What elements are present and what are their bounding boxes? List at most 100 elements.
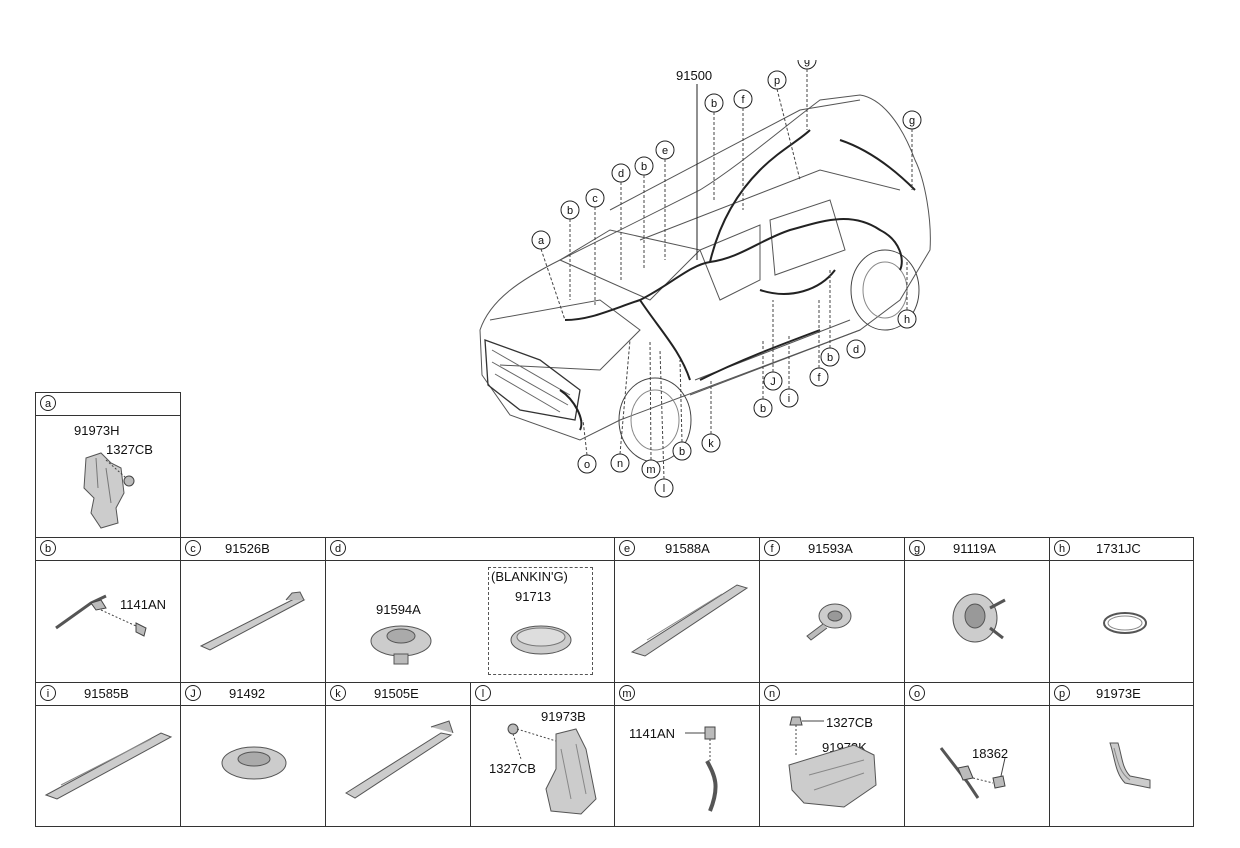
cell-letter: l — [475, 685, 491, 701]
part-label: 1141AN — [120, 597, 167, 612]
callout-d2: d — [846, 339, 866, 359]
svg-text:k: k — [708, 438, 714, 450]
part-number: 91593A — [808, 541, 853, 556]
cell-letter: a — [40, 395, 56, 411]
callout-p: p — [767, 70, 801, 181]
svg-text:l: l — [663, 483, 665, 495]
cell-letter: m — [619, 685, 635, 701]
cell-l: l 91973B 1327CB — [470, 682, 616, 827]
svg-text:i: i — [788, 393, 790, 405]
svg-text:b: b — [827, 352, 833, 364]
callout-h: h — [897, 260, 917, 329]
svg-text:b: b — [711, 98, 717, 110]
protector-illustration — [199, 591, 306, 651]
callout-e: e — [655, 140, 675, 260]
callout-b6: b — [672, 359, 692, 461]
cell-letter: p — [1054, 685, 1070, 701]
callout-i: i — [779, 335, 799, 408]
bracket-illustration — [83, 452, 135, 529]
main-part-number: 91500 — [676, 68, 712, 83]
protector-illustration — [345, 720, 454, 799]
svg-text:o: o — [584, 459, 590, 471]
svg-text:a: a — [538, 235, 545, 247]
svg-text:g: g — [804, 60, 810, 67]
svg-text:n: n — [617, 458, 623, 470]
cell-letter: b — [40, 540, 56, 556]
part-label: 1327CB — [826, 715, 873, 730]
callout-k: k — [701, 380, 721, 453]
callout-f1: f — [733, 89, 753, 210]
cell-letter: i — [40, 685, 56, 701]
svg-text:m: m — [646, 464, 655, 476]
callout-f2: f — [809, 300, 829, 387]
cell-b: b 1141AN — [35, 537, 181, 683]
callout-b4: b — [820, 270, 840, 367]
grommet-illustration — [806, 603, 852, 641]
grommet-illustration — [952, 593, 1006, 643]
callout-n: n — [610, 339, 631, 473]
svg-text:b: b — [567, 205, 573, 217]
vehicle-illustration: 91500 a b c b d b e f p g g h d b f i J … — [479, 60, 931, 498]
svg-text:f: f — [817, 372, 821, 384]
part-label: 1327CB — [106, 442, 153, 457]
svg-text:d: d — [853, 344, 859, 356]
grommet-illustration — [370, 625, 432, 665]
callout-c: c — [585, 188, 605, 305]
cell-letter: J — [185, 685, 201, 701]
callout-b2: b — [634, 156, 654, 270]
wiring-harness — [564, 218, 903, 321]
callout-d1: d — [611, 163, 631, 280]
part-label: 91713 — [515, 589, 552, 604]
part-number: 91119A — [953, 541, 996, 556]
part-number: 91973E — [1096, 686, 1141, 701]
part-number: 91526B — [225, 541, 270, 556]
protector-illustration — [1109, 742, 1151, 789]
svg-text:h: h — [904, 314, 910, 326]
callout-b1: b — [560, 200, 580, 300]
rear-wheel — [850, 249, 920, 331]
callout-g2: g — [902, 110, 922, 190]
cell-o: o 18362 — [904, 682, 1050, 827]
callout-J: J — [763, 300, 783, 391]
cell-letter: k — [330, 685, 346, 701]
grommet-illustration — [221, 746, 287, 780]
cell-letter: o — [909, 685, 925, 701]
clip-bolt-illustration — [939, 747, 1006, 799]
svg-text:e: e — [662, 145, 668, 157]
cell-d: d 91594A (BLANKIN'G) 91713 — [325, 537, 615, 683]
callout-g1: g — [797, 60, 817, 130]
vehicle-body-outline — [479, 94, 931, 441]
callout-a: a — [531, 230, 566, 321]
callouts: a b c b d b e f p g g h d b f i J b k b … — [531, 60, 922, 498]
blanking-plug-illustration — [510, 625, 572, 655]
cell-letter: c — [185, 540, 201, 556]
bolt-harness-illustration — [685, 726, 718, 812]
callout-o: o — [577, 419, 597, 474]
cell-letter: d — [330, 540, 346, 556]
callout-m: m — [641, 339, 661, 479]
protector-illustration — [44, 732, 173, 800]
part-label: 91973B — [541, 709, 586, 724]
callout-b5: b — [753, 340, 773, 418]
part-label: 18362 — [972, 746, 1009, 761]
svg-text:b: b — [641, 161, 647, 173]
cell-f: f 91593A — [759, 537, 905, 683]
grille — [484, 339, 581, 421]
part-label: 1327CB — [489, 761, 536, 776]
cell-letter: n — [764, 685, 780, 701]
svg-text:d: d — [618, 168, 624, 180]
cell-letter: h — [1054, 540, 1070, 556]
protector-illustration — [630, 584, 749, 657]
clip-illustration — [55, 594, 147, 637]
cell-a: a 91973H 1327CB — [35, 392, 181, 538]
svg-text:p: p — [774, 75, 780, 87]
bracket-illustration — [507, 723, 597, 815]
bracket-illustration — [788, 716, 877, 808]
cell-letter: f — [764, 540, 780, 556]
